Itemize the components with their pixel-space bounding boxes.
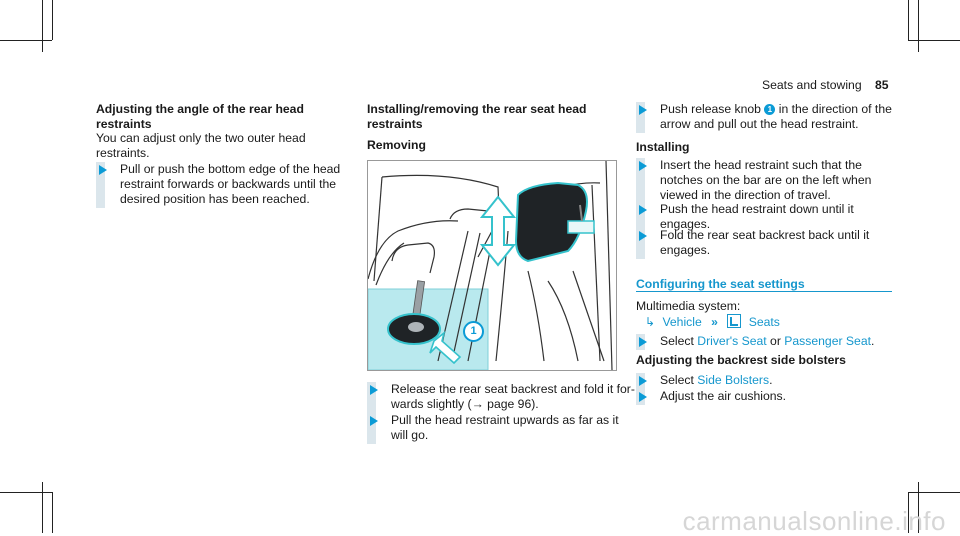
callout-number: 1 xyxy=(470,325,477,337)
text-line: restraint forwards or backwards until th… xyxy=(120,177,337,191)
crop-mark xyxy=(42,482,43,533)
menu-seats[interactable]: Seats xyxy=(748,315,780,329)
crop-mark xyxy=(908,40,960,41)
menu-path: ↳ Vehicle » Seats xyxy=(645,314,780,330)
text-line: engages. xyxy=(660,217,711,231)
crop-mark xyxy=(0,492,52,493)
step-arrow-icon xyxy=(639,105,647,115)
crop-mark xyxy=(908,492,909,533)
text-line: notches on the bar are on the left when xyxy=(660,173,872,187)
step-arrow-icon xyxy=(639,376,647,386)
text-fragment: Select xyxy=(660,334,698,348)
multimedia-label: Multimedia system: xyxy=(636,299,741,313)
crop-mark xyxy=(918,482,919,533)
text-line: will go. xyxy=(391,428,429,442)
option-drivers-seat[interactable]: Driver's Seat xyxy=(697,334,767,348)
text-line: arrow and pull out the head restraint. xyxy=(660,117,859,131)
section-heading: Adjusting the angle of the rear head res… xyxy=(96,102,336,132)
double-chevron-icon: » xyxy=(711,315,718,329)
text-fragment: . xyxy=(769,373,773,387)
text-fragment: or xyxy=(766,334,785,348)
instruction-step: Insert the head restraint such that the … xyxy=(636,158,916,204)
crop-mark xyxy=(0,40,52,41)
figure-illustration xyxy=(368,161,613,370)
step-bar xyxy=(636,102,645,133)
crop-mark xyxy=(52,0,53,40)
heading-line: Installing/removing the rear seat head xyxy=(367,102,587,116)
callout-badge: 1 xyxy=(463,321,484,342)
crop-mark xyxy=(52,492,53,533)
step-bar xyxy=(367,413,376,444)
text-line: Push release knob 1 in the direction of … xyxy=(660,102,916,117)
text-line: You can adjust only the two outer head xyxy=(96,131,306,145)
menu-vehicle[interactable]: Vehicle xyxy=(662,315,702,329)
callout-badge: 1 xyxy=(764,104,776,115)
page-number: 85 xyxy=(875,78,889,92)
instruction-step: Pull the head restraint upwards as far a… xyxy=(367,413,641,444)
heading-line: restraints xyxy=(96,117,152,131)
crop-mark xyxy=(908,0,909,40)
page-ref-arrow-icon: → xyxy=(471,397,484,411)
menu-entry-icon: ↳ xyxy=(645,315,656,329)
intro-text: You can adjust only the two outer head r… xyxy=(96,131,336,161)
text-line: Fold the rear seat backrest back until i… xyxy=(660,228,870,242)
heading-line: Adjusting the angle of the rear head xyxy=(96,102,304,116)
step-bar xyxy=(636,158,645,204)
step-bar xyxy=(96,162,105,208)
section-title: Seats and stowing xyxy=(762,78,862,92)
text-line: Pull or push the bottom edge of the head xyxy=(120,162,341,176)
step-arrow-icon xyxy=(639,337,647,347)
instruction-step: Release the rear seat backrest and fold … xyxy=(367,382,641,413)
instruction-step: Select Side Bolsters. xyxy=(636,373,916,389)
text-line: Insert the head restraint such that the xyxy=(660,158,862,172)
text-fragment: . xyxy=(871,334,875,348)
text-line: desired position has been reached. xyxy=(120,192,310,206)
text-line: Push the head restraint down until it xyxy=(660,202,854,216)
step-arrow-icon xyxy=(370,416,378,426)
instruction-step: Push release knob 1 in the direction of … xyxy=(636,102,916,133)
text-fragment: wards slightly ( xyxy=(391,397,472,411)
heading-line: restraints xyxy=(367,117,423,131)
subheading: Installing xyxy=(636,140,690,154)
subheading: Removing xyxy=(367,138,426,152)
text-line: Release the rear seat backrest and fold … xyxy=(391,382,635,396)
text-fragment: Push release knob xyxy=(660,102,765,116)
step-bar xyxy=(636,228,645,259)
text-line: wards slightly (→ page 96). xyxy=(391,397,641,412)
option-passenger-seat[interactable]: Passenger Seat xyxy=(784,334,871,348)
instruction-step: Push the head restraint down until it en… xyxy=(636,202,916,233)
text-fragment: in the direction of the xyxy=(775,102,892,116)
text-line: engages. xyxy=(660,243,711,257)
text-fragment: Select xyxy=(660,373,698,387)
step-arrow-icon xyxy=(639,231,647,241)
option-side-bolsters[interactable]: Side Bolsters xyxy=(697,373,770,387)
step-arrow-icon xyxy=(639,205,647,215)
instruction-step: Adjust the air cushions. xyxy=(636,389,916,405)
step-arrow-icon xyxy=(99,165,107,175)
crop-mark xyxy=(42,0,43,52)
head-restraint-figure: 1 xyxy=(367,160,617,371)
crop-mark xyxy=(918,0,919,52)
config-heading: Configuring the seat settings xyxy=(636,277,805,291)
heading-rule xyxy=(636,291,892,292)
step-bar xyxy=(367,382,376,413)
instruction-step: Fold the rear seat backrest back until i… xyxy=(636,228,916,259)
step-arrow-icon xyxy=(639,392,647,402)
text-line: Pull the head restraint upwards as far a… xyxy=(391,413,619,427)
step-arrow-icon xyxy=(370,385,378,395)
text-line: Adjust the air cushions. xyxy=(660,389,787,403)
watermark: carmanualsonline.info xyxy=(682,506,946,536)
instruction-step: Select Driver's Seat or Passenger Seat. xyxy=(636,334,916,350)
text-line: restraints. xyxy=(96,146,150,160)
step-arrow-icon xyxy=(639,161,647,171)
running-header: Seats and stowing 85 xyxy=(762,78,889,93)
section-heading: Installing/removing the rear seat head r… xyxy=(367,102,617,132)
text-line: viewed in the direction of travel. xyxy=(660,188,831,202)
subheading: Adjusting the backrest side bolsters xyxy=(636,353,846,367)
crop-mark xyxy=(908,492,960,493)
step-bar xyxy=(636,202,645,233)
page-reference-link[interactable]: page 96). xyxy=(483,397,539,411)
instruction-step: Pull or push the bottom edge of the head… xyxy=(96,162,360,208)
seat-icon xyxy=(727,314,742,328)
